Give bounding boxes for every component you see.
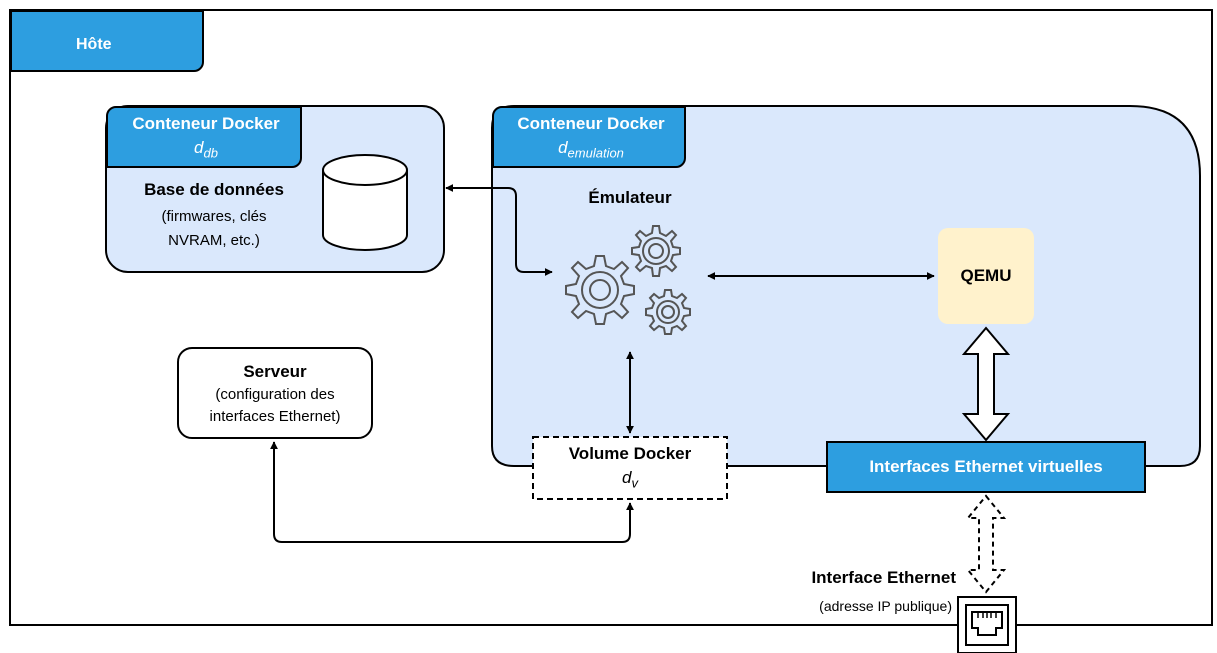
- virtual-interfaces-box: [826, 441, 1146, 493]
- volume-var: dv: [533, 468, 727, 490]
- ethernet-subtitle: (adresse IP publique): [819, 598, 952, 614]
- db-var-main: d: [194, 138, 204, 157]
- arrow-db-emulator: [445, 184, 553, 276]
- emu-var-main: d: [558, 138, 568, 157]
- db-var-sub: db: [203, 145, 218, 161]
- virtual-interfaces-label: Interfaces Ethernet virtuelles: [869, 457, 1103, 476]
- db-desc-line1: (firmwares, clés: [161, 208, 267, 225]
- host-tab: Hôte: [10, 10, 204, 72]
- volume-var-main: d: [622, 468, 632, 487]
- emulator-label: Émulateur: [588, 188, 672, 207]
- ethernet-title: Interface Ethernet: [811, 568, 956, 587]
- gears-icon: [565, 225, 691, 335]
- db-container-var: ddb: [108, 138, 304, 160]
- db-desc-line2: NVRAM, etc.): [168, 232, 260, 249]
- database-cylinder-icon: [322, 154, 408, 251]
- emu-var-sub: emulation: [567, 145, 624, 161]
- arrow-server-volume: [270, 441, 634, 543]
- emu-container-title: Conteneur Docker: [517, 114, 665, 133]
- db-title: Base de données: [144, 180, 284, 199]
- ethernet-port-icon: [957, 596, 1017, 653]
- arrow-qemu-interfaces: [961, 326, 1011, 442]
- host-label: Hôte: [76, 36, 112, 53]
- volume-var-sub: v: [631, 475, 638, 491]
- arrow-interfaces-ethernet: [965, 494, 1007, 594]
- qemu-label: QEMU: [960, 266, 1012, 285]
- db-container-tab: Conteneur Docker ddb: [106, 106, 302, 168]
- server-line1: (configuration des: [215, 386, 335, 403]
- emu-container-var: demulation: [494, 138, 688, 160]
- emu-container-tab: Conteneur Docker demulation: [492, 106, 686, 168]
- volume-title: Volume Docker: [568, 444, 692, 463]
- qemu-box: [938, 228, 1034, 324]
- server-line2: interfaces Ethernet): [209, 408, 341, 425]
- server-title: Serveur: [243, 362, 307, 381]
- db-container-title: Conteneur Docker: [132, 114, 280, 133]
- server-box: [177, 347, 373, 439]
